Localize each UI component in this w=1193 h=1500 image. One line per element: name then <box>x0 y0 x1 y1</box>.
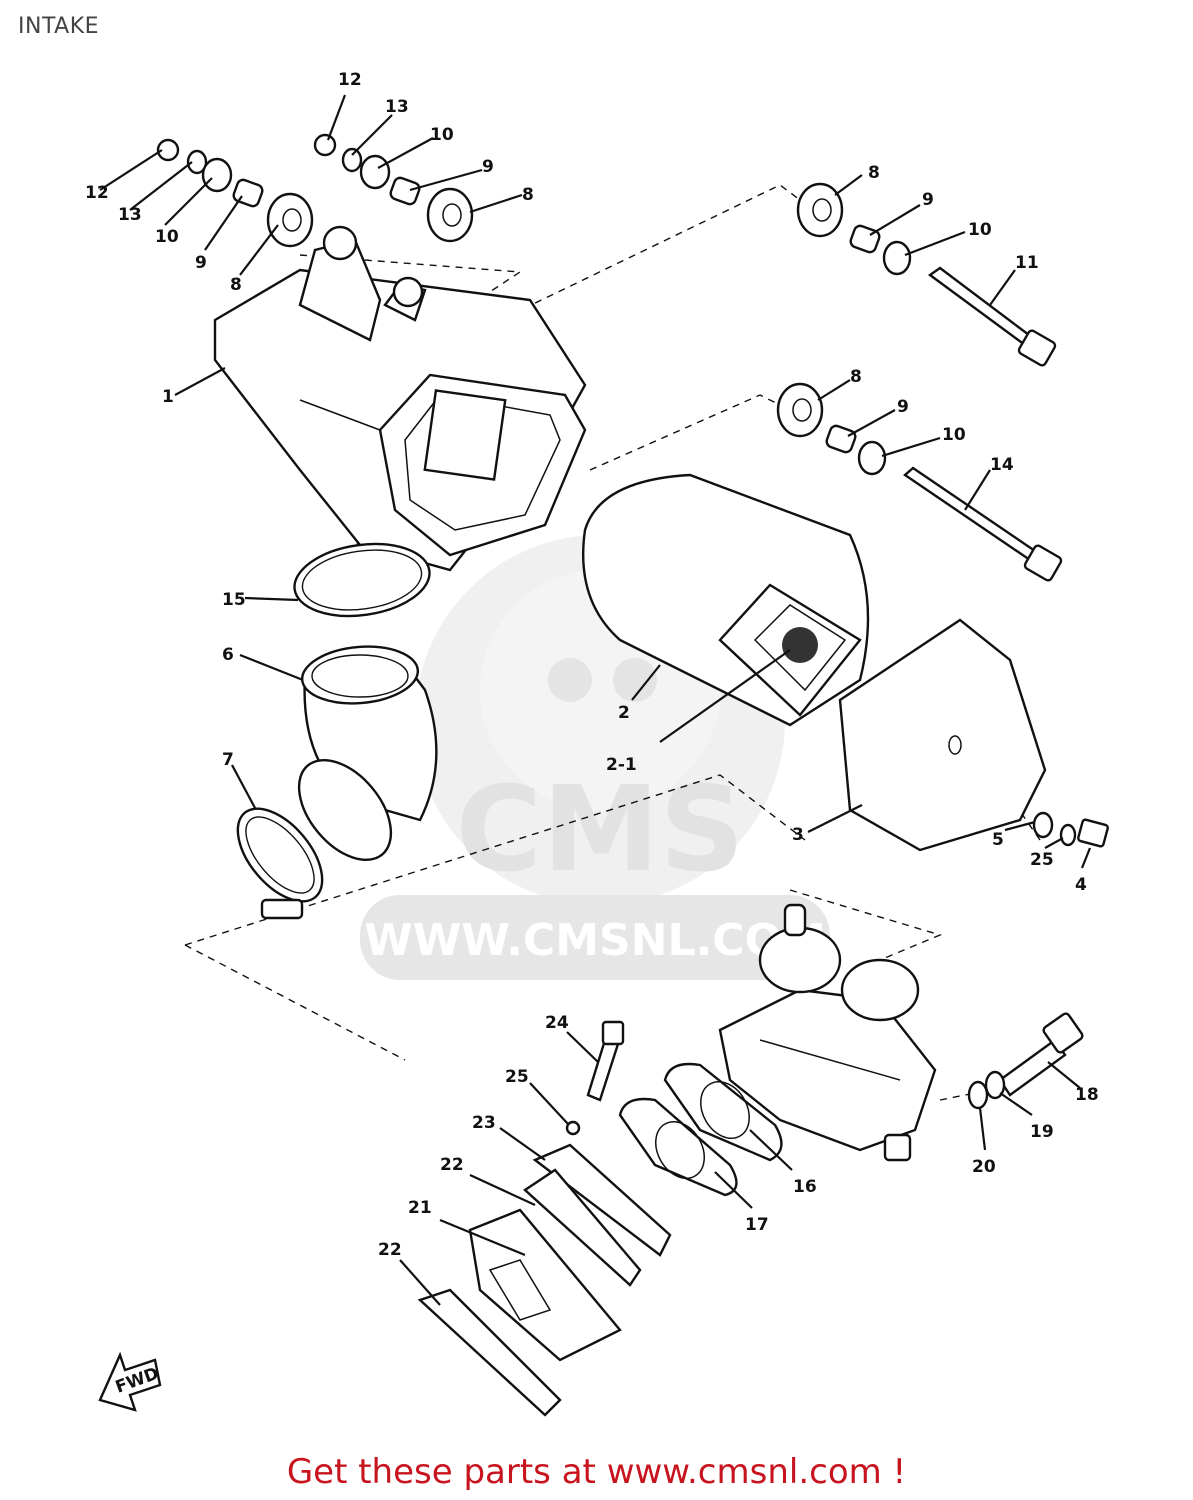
footer-suffix: ! <box>881 1452 907 1492</box>
callout-21: 21 <box>408 1198 432 1218</box>
callout-16: 16 <box>793 1177 817 1197</box>
callout-4: 4 <box>1075 875 1087 895</box>
callout-13: 13 <box>385 97 409 117</box>
callout-10: 10 <box>430 125 454 145</box>
page-title: INTAKE <box>18 14 100 39</box>
callout-18: 18 <box>1075 1085 1099 1105</box>
callout-20: 20 <box>972 1157 996 1177</box>
mount-hardware-right-lower[interactable] <box>776 382 1063 582</box>
callout-22: 22 <box>440 1155 464 1175</box>
callout-5: 5 <box>992 830 1004 850</box>
callout-10: 10 <box>155 227 179 247</box>
callout-12: 12 <box>85 183 109 203</box>
cover-hardware[interactable] <box>1032 811 1109 848</box>
callout-11: 11 <box>1015 253 1039 273</box>
callout-leader-lines <box>99 94 1092 1306</box>
callout-8: 8 <box>230 275 242 295</box>
manifold-bolt[interactable] <box>565 1020 625 1136</box>
callout-17: 17 <box>745 1215 769 1235</box>
callout-2-1: 2-1 <box>606 755 637 775</box>
watermark-url: WWW.CMSNL.COM <box>364 915 826 966</box>
air-cleaner-joint[interactable] <box>281 642 438 877</box>
callout-9: 9 <box>195 253 207 273</box>
callout-3: 3 <box>792 825 804 845</box>
callout-25: 25 <box>1030 850 1054 870</box>
callout-22: 22 <box>378 1240 402 1260</box>
watermark-logo: CMS <box>455 760 744 898</box>
mount-hardware-right-upper[interactable] <box>796 182 1057 367</box>
footer-prefix: Get these parts at <box>286 1452 607 1492</box>
callout-14: 14 <box>990 455 1014 475</box>
callout-8: 8 <box>850 367 862 387</box>
footer-promo: Get these parts at www.cmsnl.com ! <box>0 1452 1193 1492</box>
callout-10: 10 <box>968 220 992 240</box>
air-cleaner-cover[interactable] <box>838 618 1047 852</box>
carburetor-gaskets[interactable] <box>618 1062 783 1197</box>
callout-9: 9 <box>922 190 934 210</box>
callout-12: 12 <box>338 70 362 90</box>
footer-link[interactable]: www.cmsnl.com <box>606 1452 882 1492</box>
callout-6: 6 <box>222 645 234 665</box>
intake-manifold[interactable] <box>417 1143 672 1417</box>
carburetor[interactable] <box>718 903 937 1162</box>
hose-band[interactable] <box>222 794 339 920</box>
callout-1: 1 <box>162 387 174 407</box>
callout-2: 2 <box>618 703 630 723</box>
callout-7: 7 <box>222 750 234 770</box>
callout-23: 23 <box>472 1113 496 1133</box>
drain-bolt-assembly[interactable] <box>967 1012 1084 1110</box>
callout-8: 8 <box>868 163 880 183</box>
callout-15: 15 <box>222 590 246 610</box>
o-ring[interactable] <box>290 536 434 624</box>
callout-13: 13 <box>118 205 142 225</box>
callout-24: 24 <box>545 1013 569 1033</box>
callout-19: 19 <box>1030 1122 1054 1142</box>
callout-10: 10 <box>942 425 966 445</box>
callout-numbers: 12 13 10 9 8 12 13 10 9 8 1 8 9 10 11 8 … <box>85 70 1099 1260</box>
callout-9: 9 <box>897 397 909 417</box>
fwd-arrow-icon: FWD <box>98 1351 162 1412</box>
mount-hardware-left[interactable] <box>156 133 474 248</box>
callout-25: 25 <box>505 1067 529 1087</box>
callout-8: 8 <box>522 185 534 205</box>
air-cleaner-case[interactable] <box>213 225 587 572</box>
callout-9: 9 <box>482 157 494 177</box>
